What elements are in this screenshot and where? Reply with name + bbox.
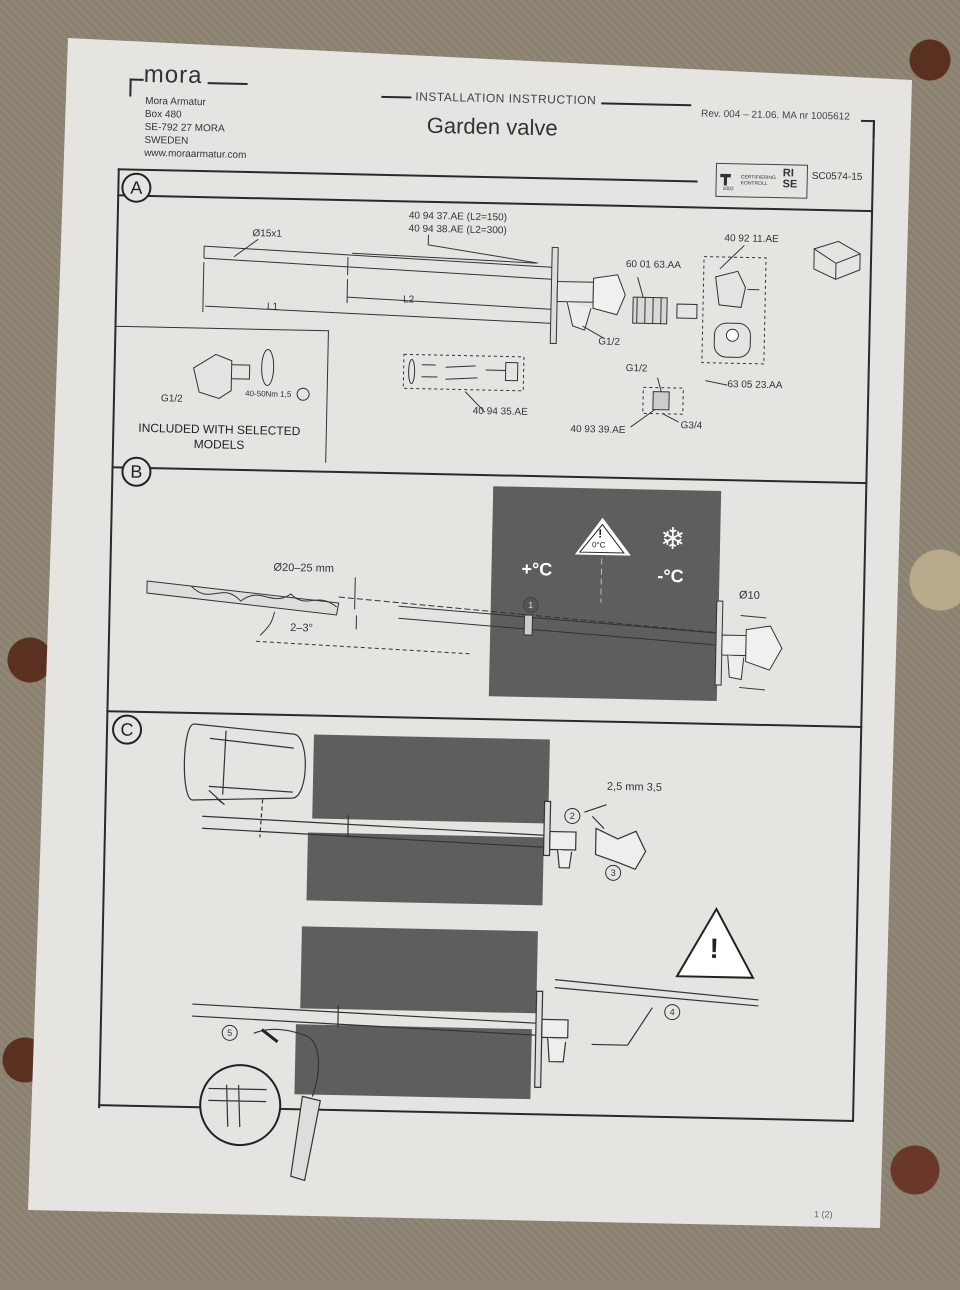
warning-icon: !	[709, 932, 720, 965]
page-number: 1 (2)	[813, 1209, 833, 1220]
allen-key-spec: 2,5 mm 3,5	[606, 780, 663, 794]
